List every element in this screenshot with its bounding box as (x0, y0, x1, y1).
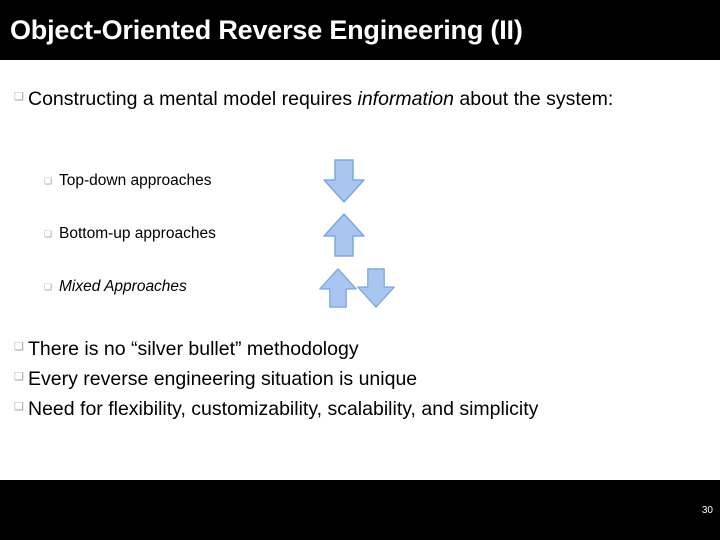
sub-bullet-top-down: ❑ Top-down approaches (44, 172, 212, 190)
sub-bullet-mixed-label: Mixed Approaches (59, 278, 187, 295)
arrow-up-bottom-up (322, 212, 366, 263)
bullet-unique-situation: ❑ Every reverse engineering situation is… (14, 367, 694, 392)
slide-body: ❑ Constructing a mental model requires i… (0, 60, 720, 480)
sub-bullet-bottom-up-label: Bottom-up approaches (59, 225, 216, 242)
bullet-intro-emphasis: information (357, 88, 454, 110)
bullet-marker-icon: ❑ (14, 401, 24, 413)
bullet-marker-icon: ❑ (44, 282, 53, 292)
bullet-silver-bullet: ❑ There is no “silver bullet” methodolog… (14, 337, 694, 362)
bullet-flexibility-text: Need for flexibility, customizability, s… (28, 398, 539, 420)
sub-bullet-bottom-up: ❑ Bottom-up approaches (44, 225, 216, 243)
bullet-intro-text: Constructing a mental model requires inf… (28, 87, 613, 112)
sub-bullet-top-down-label: Top-down approaches (59, 172, 212, 189)
sub-bullet-mixed: ❑ Mixed Approaches (44, 278, 187, 296)
slide-footer-bar (0, 480, 720, 540)
bullet-intro-part1: Constructing a mental model requires (28, 88, 358, 110)
bullet-intro: ❑ Constructing a mental model requires i… (14, 87, 679, 112)
arrow-down-mixed (356, 265, 396, 316)
bullet-marker-icon: ❑ (14, 341, 24, 353)
bullet-silver-bullet-text: There is no “silver bullet” methodology (28, 338, 359, 360)
arrow-down-top-down (322, 158, 366, 209)
bullet-unique-situation-text: Every reverse engineering situation is u… (28, 368, 418, 390)
bullet-marker-icon: ❑ (14, 91, 24, 103)
page-number: 30 (701, 505, 713, 516)
page-title: Object-Oriented Reverse Engineering (II) (10, 14, 523, 45)
bullet-marker-icon: ❑ (44, 229, 53, 239)
slide-title-bar: Object-Oriented Reverse Engineering (II) (0, 0, 720, 60)
arrow-up-mixed (318, 265, 358, 316)
bullet-intro-part2: about the system: (453, 88, 614, 110)
bullet-marker-icon: ❑ (44, 176, 53, 186)
bullet-flexibility: ❑ Need for flexibility, customizability,… (14, 397, 704, 422)
bullet-marker-icon: ❑ (14, 371, 24, 383)
